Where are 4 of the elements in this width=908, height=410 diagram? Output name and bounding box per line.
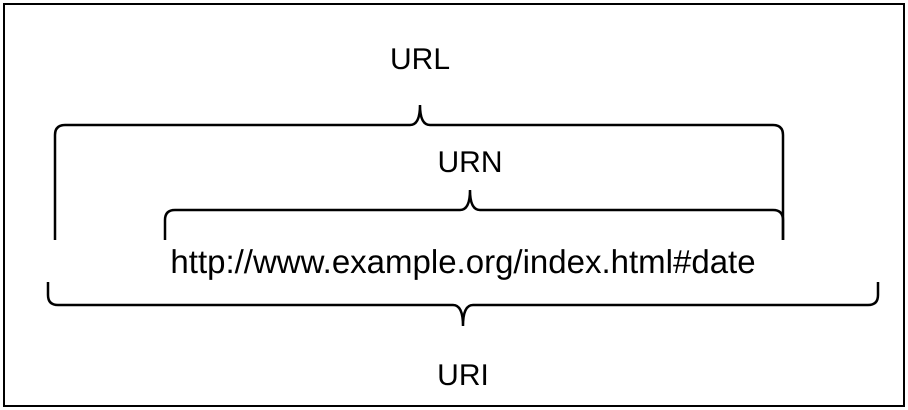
bracket-label: URL — [390, 43, 450, 77]
url-text: http://www.example.org/index.html#date — [170, 243, 756, 281]
bracket-label: URN — [438, 146, 502, 180]
bracket-label: URI — [437, 359, 489, 393]
